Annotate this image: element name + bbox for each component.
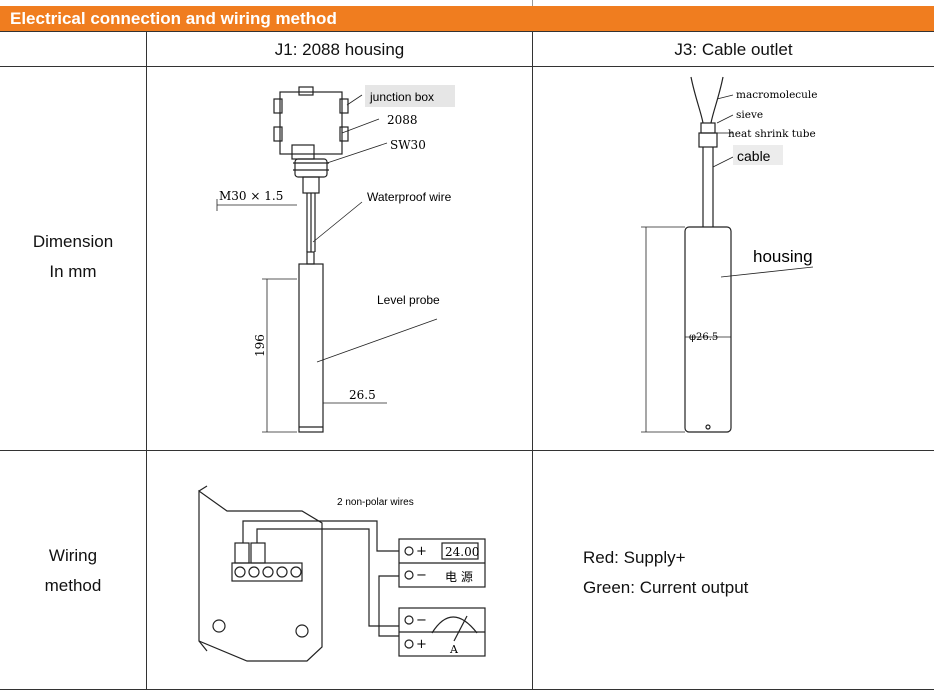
- label-sw30: SW30: [390, 138, 426, 152]
- wiring-red-supply: Red: Supply+: [583, 548, 686, 567]
- section-header: Electrical connection and wiring method: [0, 6, 934, 31]
- table-line-h4: [0, 689, 934, 690]
- wiring-description: Red: Supply+ Green: Current output: [583, 543, 748, 603]
- plus-sign-meter: +: [416, 637, 427, 652]
- minus-sign-meter: −: [416, 613, 427, 628]
- label-level-probe: Level probe: [377, 293, 440, 307]
- label-housing: housing: [753, 247, 813, 266]
- label-ammeter-unit: A: [449, 643, 459, 656]
- table-line-v1: [146, 31, 147, 690]
- label-cable: cable: [737, 148, 771, 164]
- label-heat-shrink-tube: heat shrink tube: [728, 128, 816, 140]
- table-line-v2: [532, 31, 533, 690]
- table-line-h1: [0, 31, 934, 32]
- table-line-h3: [0, 450, 934, 451]
- column-header-j3: J3: Cable outlet: [674, 40, 793, 59]
- j1-dimension-drawing: junction box 2088 SW30 M30 × 1.5 Waterpr…: [216, 85, 455, 433]
- table-line-h2: [0, 66, 934, 67]
- wiring-diagram: 2 non-polar wires 24.00 电 源 A + − − +: [198, 485, 486, 662]
- wiring-green-output: Green: Current output: [583, 578, 749, 597]
- label-macromolecule: macromolecule: [736, 89, 818, 101]
- row-label-wiring-line1: Wiring: [48, 546, 98, 565]
- row-label-wiring: Wiring method: [0, 541, 146, 601]
- j3-dimension-drawing: macromolecule sieve heat shrink tube cab…: [641, 76, 818, 433]
- label-length: 196: [253, 334, 267, 357]
- row-label-dimension-line1: Dimension: [32, 232, 114, 251]
- label-power: 电 源: [445, 570, 473, 584]
- label-2088: 2088: [387, 113, 418, 127]
- label-diameter: 26.5: [349, 388, 376, 402]
- row-label-wiring-line2: method: [44, 576, 102, 595]
- column-header-j1: J1: 2088 housing: [274, 40, 405, 59]
- label-non-polar-wires: 2 non-polar wires: [337, 497, 414, 508]
- label-junction-box: junction box: [369, 90, 434, 104]
- plus-sign-power: +: [416, 544, 427, 559]
- label-waterproof-wire: Waterproof wire: [367, 190, 452, 204]
- label-sieve: sieve: [736, 109, 763, 121]
- row-label-dimension-line2: In mm: [49, 262, 97, 281]
- display-reading: 24.00: [445, 545, 479, 559]
- label-housing-diameter: φ26.5: [689, 332, 718, 343]
- row-label-dimension: Dimension In mm: [0, 227, 146, 287]
- top-divider-tick: [532, 0, 533, 6]
- minus-sign-power: −: [416, 568, 427, 583]
- label-thread: M30 × 1.5: [219, 189, 283, 203]
